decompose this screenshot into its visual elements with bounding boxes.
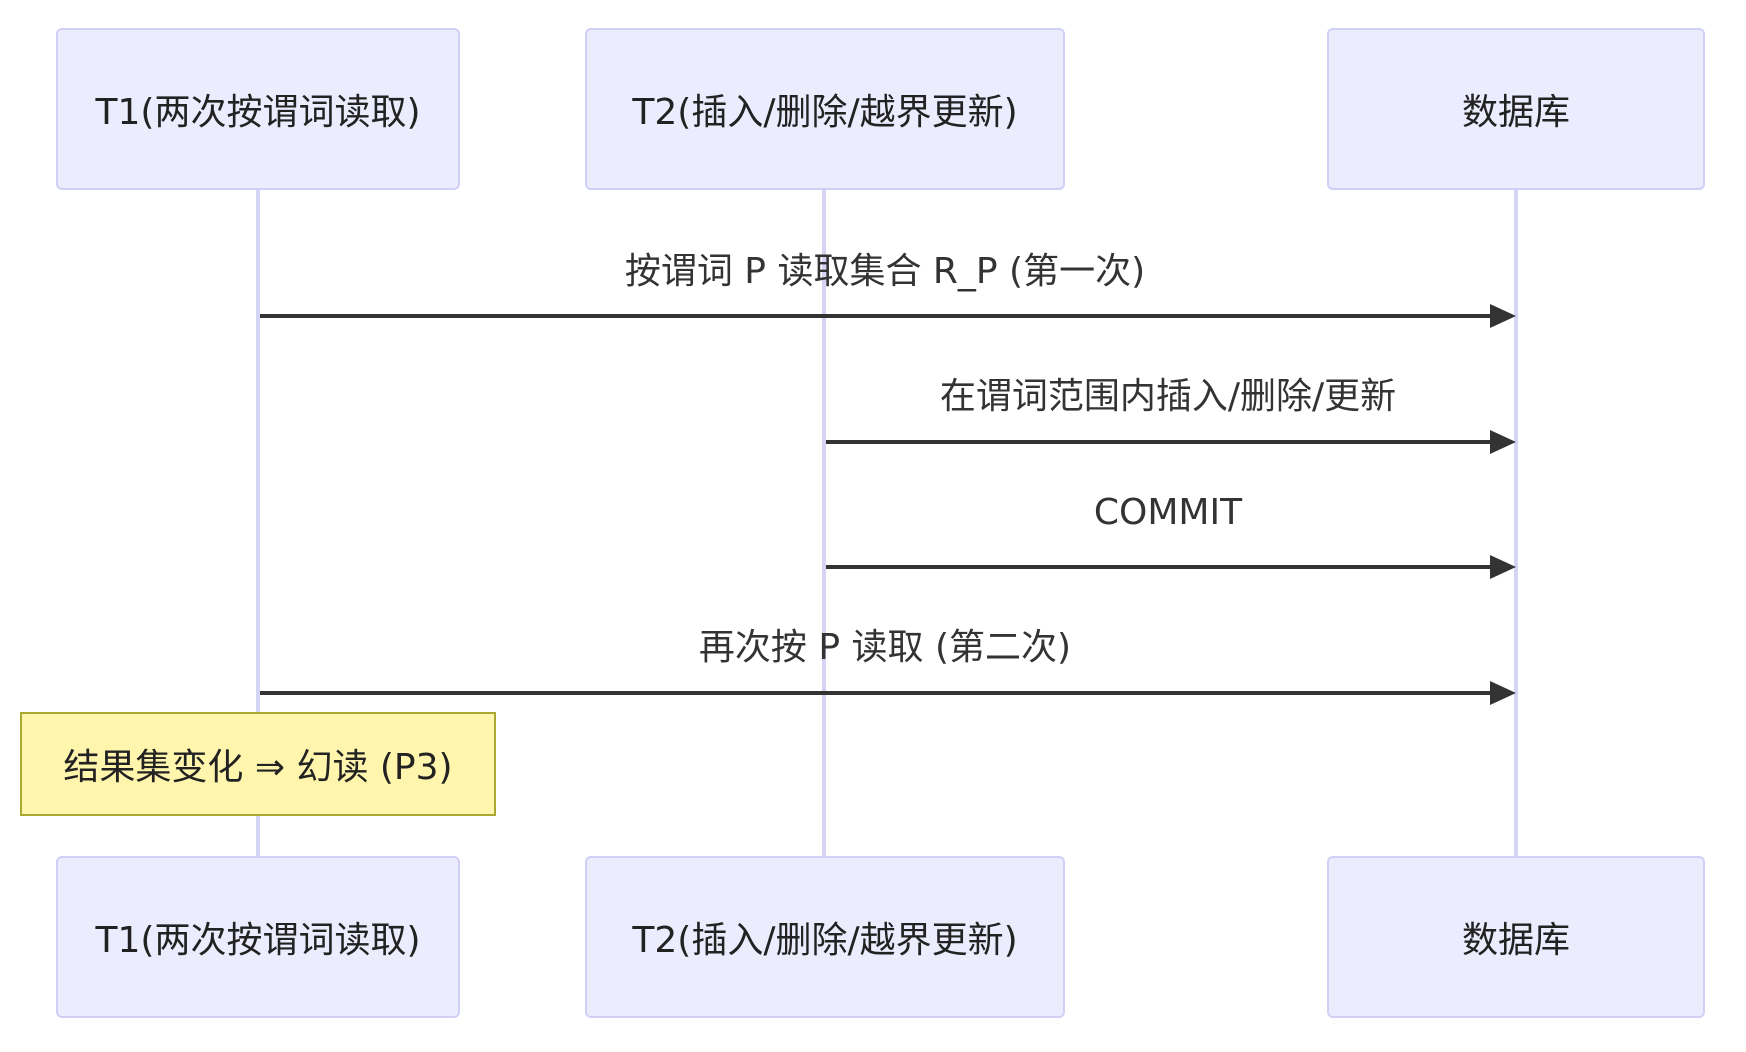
message-2-arrow [826,440,1492,444]
participant-t1-bottom: T1(两次按谓词读取) [56,856,460,1018]
participant-t1-top: T1(两次按谓词读取) [56,28,460,190]
message-4-arrow [260,691,1492,695]
participant-db-bottom: 数据库 [1327,856,1705,1018]
message-1-arrow [260,314,1492,318]
participant-t2-top: T2(插入/删除/越界更新) [585,28,1065,190]
participant-db-label: 数据库 [1461,920,1570,961]
message-3-arrowhead [1490,555,1516,579]
participant-t2-label: T2(插入/删除/越界更新) [632,920,1018,961]
message-3-arrow [826,565,1492,569]
participant-t2-bottom: T2(插入/删除/越界更新) [585,856,1065,1018]
participant-db-top: 数据库 [1327,28,1705,190]
note-phantom-read: 结果集变化 ⇒ 幻读 (P3) [20,712,496,816]
message-1-label: 按谓词 P 读取集合 R_P (第一次) [624,251,1146,292]
message-4-arrowhead [1490,681,1516,705]
lifeline-db [1514,190,1518,860]
lifeline-t1 [256,190,260,860]
note-label: 结果集变化 ⇒ 幻读 (P3) [63,747,453,788]
participant-db-label: 数据库 [1461,92,1570,133]
participant-t1-label: T1(两次按谓词读取) [95,920,421,961]
message-2-arrowhead [1490,430,1516,454]
participant-t1-label: T1(两次按谓词读取) [95,92,421,133]
participant-t2-label: T2(插入/删除/越界更新) [632,92,1018,133]
message-3-label: COMMIT [1093,492,1243,533]
message-1-arrowhead [1490,304,1516,328]
message-4-label: 再次按 P 读取 (第二次) [698,627,1072,668]
lifeline-t2 [822,190,826,860]
message-2-label: 在谓词范围内插入/删除/更新 [939,376,1397,417]
